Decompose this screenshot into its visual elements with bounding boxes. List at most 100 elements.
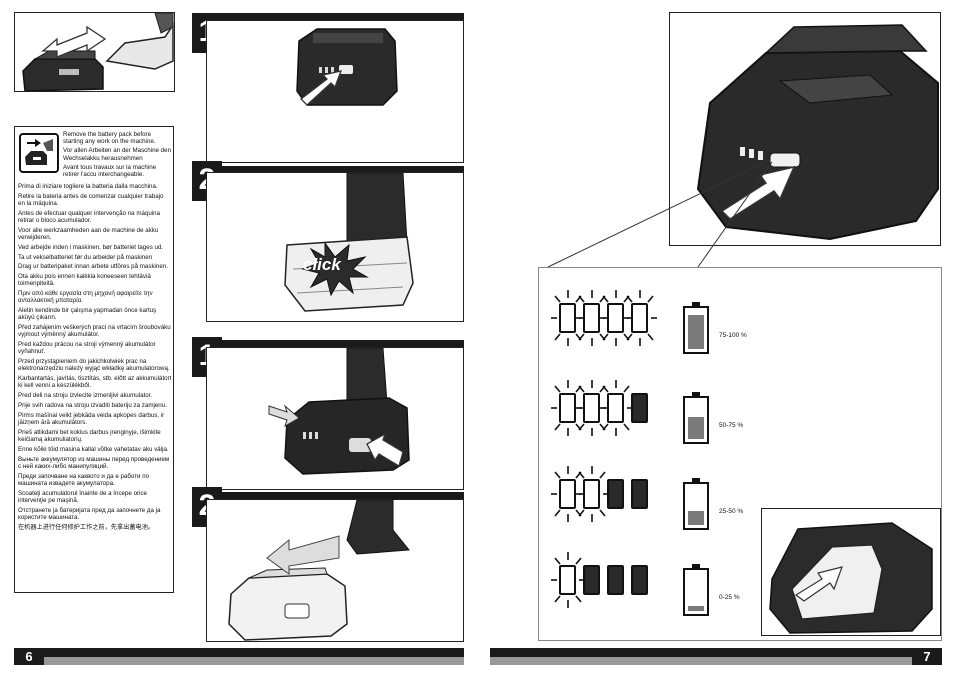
footer-bar: [490, 648, 942, 657]
battery-cap: [692, 478, 700, 482]
battery-body: [683, 396, 709, 444]
instruction-line: Ta ut vekselbatteriet før du arbeider på…: [18, 253, 153, 261]
other-languages-text: Prima di iniziare togliere la batteria d…: [18, 183, 172, 533]
battery-with-button-drawing: [696, 24, 939, 241]
step-1-release-illustration: [206, 347, 464, 490]
instruction-line: Enne kõiki töid masina kallal võtke vahe…: [18, 445, 169, 453]
step-bar: [196, 13, 464, 20]
step-bar: [196, 340, 464, 347]
led-glow-icon: [623, 290, 657, 346]
battery-cap: [692, 392, 700, 396]
led-off: [607, 479, 624, 509]
led-indicator-row: [547, 378, 667, 438]
led-indicator-row: [547, 464, 667, 524]
battery-press-drawing: [296, 28, 398, 106]
battery-fill-level: [688, 315, 704, 349]
led-on: [583, 393, 600, 423]
battery-body: [683, 482, 709, 530]
charge-level-panel: 75-100 % 50-75 % 25-50 % 0-25 %: [538, 267, 942, 641]
battery-release-drawing: [268, 348, 410, 475]
instruction-line: Πριν από κάθε εργασία στη μηχανή αφαιρεί…: [18, 290, 153, 305]
charge-level-label: 25-50 %: [719, 508, 744, 515]
led-on: [607, 393, 624, 423]
battery-indicator-illustration: [669, 12, 941, 246]
led-off: [583, 565, 600, 595]
led-on: [559, 303, 576, 333]
led-indicator-row: [547, 288, 667, 348]
charge-level-label: 75-100 %: [719, 332, 747, 339]
battery-cap: [692, 564, 700, 568]
battery-body: [683, 306, 709, 354]
instruction-line: 在机器上进行任何修护工作之前，先拿出蓄电池。: [18, 523, 155, 531]
led-on: [559, 565, 576, 595]
top-left-illustration: [14, 12, 175, 92]
push-arrow-icon: [268, 404, 404, 467]
battery-cap: [692, 302, 700, 306]
footer-band: [44, 657, 464, 665]
instruction-line: Voor alle werkzaamheden aan de machine d…: [18, 226, 159, 241]
footer-bar: [14, 648, 464, 657]
instruction-line: Antes de efectuar qualquer intervenção n…: [18, 209, 161, 224]
led-off: [631, 565, 648, 595]
led-off: [607, 565, 624, 595]
step-bar: [196, 166, 464, 173]
instruction-line: Drag ur batteripaket innan arbete utföre…: [18, 263, 168, 271]
led-off: [631, 479, 648, 509]
push-arrow-icon: [300, 70, 343, 106]
battery-slide-out-drawing: [228, 500, 410, 641]
instruction-line: Выньте аккумулятор из машины перед прове…: [18, 455, 170, 470]
led-on: [631, 303, 648, 333]
led-indicator-row: [547, 550, 667, 610]
battery-removal-instructions: Remove the battery pack before starting …: [14, 126, 174, 593]
led-on: [607, 303, 624, 333]
led-on: [559, 479, 576, 509]
instruction-line: Aletin kendinde bir çalışma yapmadan önc…: [18, 307, 157, 322]
led-on: [583, 303, 600, 333]
click-burst-icon: [301, 241, 369, 297]
instruction-line: Před zahájením veškerých prací na vrtací…: [18, 324, 171, 339]
led-on: [559, 393, 576, 423]
battery-gauge-icon: [683, 302, 709, 354]
double-headed-arrow-icon: [41, 25, 107, 58]
led-glow-icon: [599, 380, 633, 436]
click-label: click: [303, 255, 341, 274]
page-number-right: 7: [912, 648, 942, 665]
instruction-line: Преди започване на каквото и да е работи…: [18, 472, 150, 487]
slide-arrow-icon: [266, 535, 340, 575]
led-on: [583, 479, 600, 509]
instruction-line: Przed przystąpieniem do jakichkolwiek pr…: [18, 358, 170, 373]
charge-level-label: 0-25 %: [719, 594, 740, 601]
pointer-lines: [547, 159, 773, 268]
battery-click-drawing: [284, 173, 414, 312]
battery-gauge-icon: [683, 478, 709, 530]
primary-language-text: Remove the battery pack before starting …: [63, 131, 173, 180]
battery-removal-warning-icon: [19, 133, 59, 173]
led-off: [631, 393, 648, 423]
instruction-en: Remove the battery pack before starting …: [63, 131, 156, 146]
step-1-insert-illustration: [206, 20, 464, 163]
instruction-line: Pred deli na stroju izvlecite izmenljivi…: [18, 392, 153, 400]
footer-band: [490, 657, 912, 665]
step-bar: [196, 492, 464, 499]
battery-swap-drawing: [22, 13, 174, 91]
battery-gauge-icon: [683, 392, 709, 444]
battery-fill-level: [688, 511, 704, 525]
instruction-line: Ved arbejde inden i maskinen, bør batter…: [18, 243, 164, 251]
battery-fill-level: [688, 606, 704, 611]
led-glow-icon: [551, 552, 585, 608]
push-arrow-icon: [794, 566, 843, 602]
charger-inset-illustration: [761, 508, 941, 636]
step-2-remove-illustration: [206, 499, 464, 642]
instruction-line: Pirms mašīnai veikt jebkāda veida apkope…: [18, 411, 165, 426]
instruction-line: Prima di iniziare togliere la batteria d…: [18, 183, 158, 190]
instruction-line: Ota akku pois ennen kaikkia koneeseen te…: [18, 273, 151, 288]
charge-level-label: 50-75 %: [719, 422, 744, 429]
instruction-fr: Avant tous travaux sur la machine retire…: [63, 163, 157, 179]
battery-body: [683, 568, 709, 616]
instruction-de: Vor allen Arbeiten an der Maschine den W…: [63, 147, 172, 162]
instruction-line: Scoateţi acumulatorul înainte de a încep…: [18, 489, 147, 504]
page-number-left: 6: [14, 648, 44, 665]
charger-drawing: [769, 522, 933, 634]
step-2-click-illustration: click: [206, 172, 464, 322]
instruction-line: Retire la bateria antes de comenzar cual…: [18, 192, 164, 207]
